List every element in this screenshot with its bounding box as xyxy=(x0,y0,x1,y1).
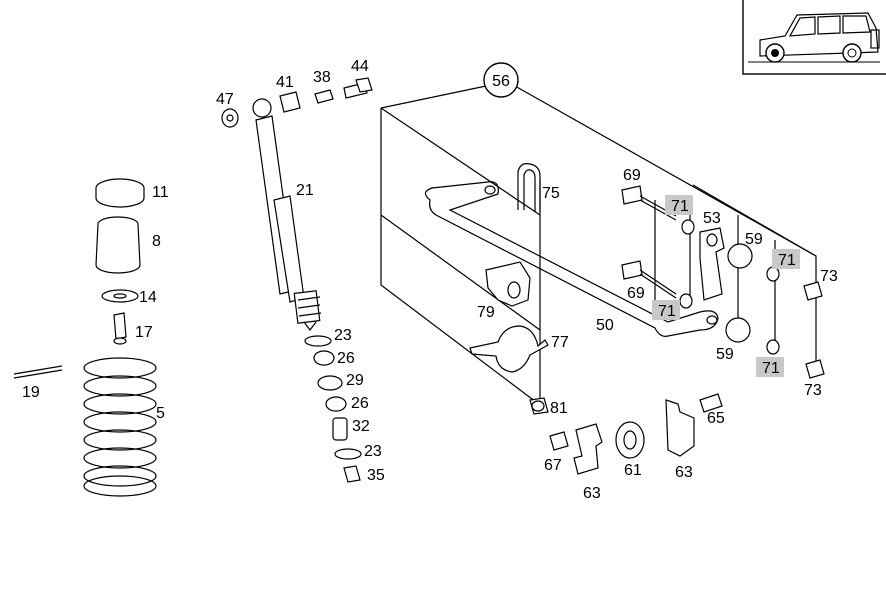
label-67[interactable]: 67 xyxy=(544,457,562,474)
coil-spring xyxy=(13,357,157,497)
label-81[interactable]: 81 xyxy=(550,400,568,417)
label-59-a[interactable]: 59 xyxy=(745,231,763,248)
u-bolt xyxy=(517,163,541,212)
highlight-71-a xyxy=(665,195,693,215)
label-69-b[interactable]: 69 xyxy=(627,285,645,302)
shock-absorber xyxy=(255,115,322,331)
bushing-clamp xyxy=(469,261,549,415)
label-71-c[interactable]: 71 xyxy=(778,252,796,269)
label-71-d[interactable]: 71 xyxy=(762,360,780,377)
spring-mount-parts xyxy=(95,178,145,345)
label-32[interactable]: 32 xyxy=(352,418,370,435)
label-41[interactable]: 41 xyxy=(276,74,294,91)
label-26-b[interactable]: 26 xyxy=(351,395,369,412)
highlight-71-b xyxy=(652,300,680,320)
label-71-b[interactable]: 71 xyxy=(658,303,676,320)
label-11[interactable]: 11 xyxy=(152,184,169,201)
stabilizer-bar xyxy=(424,181,719,337)
label-71-a[interactable]: 71 xyxy=(671,198,689,215)
group-callout-circle xyxy=(483,62,519,98)
label-5[interactable]: 5 xyxy=(156,405,165,422)
label-23-b[interactable]: 23 xyxy=(364,443,382,460)
label-14[interactable]: 14 xyxy=(139,289,157,306)
shock-top-hardware xyxy=(221,77,373,128)
label-19[interactable]: 19 xyxy=(22,384,40,401)
washer-stack xyxy=(304,335,362,483)
label-21[interactable]: 21 xyxy=(296,182,314,199)
label-61[interactable]: 61 xyxy=(624,462,642,479)
label-65[interactable]: 65 xyxy=(707,410,725,427)
label-23-a[interactable]: 23 xyxy=(334,327,352,344)
label-63-b[interactable]: 63 xyxy=(675,464,693,481)
label-26-a[interactable]: 26 xyxy=(337,350,355,367)
group-box-lines xyxy=(380,85,817,406)
highlight-71-d xyxy=(756,357,784,377)
highlight-71-c xyxy=(772,249,800,269)
label-75[interactable]: 75 xyxy=(542,185,560,202)
vehicle-thumbnail xyxy=(742,0,886,75)
group-label[interactable]: 56 xyxy=(492,73,510,90)
label-17[interactable]: 17 xyxy=(135,324,153,341)
label-38[interactable]: 38 xyxy=(313,69,331,86)
label-8[interactable]: 8 xyxy=(152,233,161,250)
link-rod-bolts xyxy=(621,185,825,379)
bottom-clamp-parts xyxy=(549,393,723,475)
label-29[interactable]: 29 xyxy=(346,372,364,389)
label-53[interactable]: 53 xyxy=(703,210,721,227)
label-73-b[interactable]: 73 xyxy=(804,382,822,399)
label-77[interactable]: 77 xyxy=(551,334,569,351)
label-69-a[interactable]: 69 xyxy=(623,167,641,184)
label-73-a[interactable]: 73 xyxy=(820,268,838,285)
label-47[interactable]: 47 xyxy=(216,91,234,108)
label-59-b[interactable]: 59 xyxy=(716,346,734,363)
label-79[interactable]: 79 xyxy=(477,304,495,321)
label-50[interactable]: 50 xyxy=(596,317,614,334)
label-44[interactable]: 44 xyxy=(351,58,369,75)
label-35[interactable]: 35 xyxy=(367,467,385,484)
label-63-a[interactable]: 63 xyxy=(583,485,601,502)
